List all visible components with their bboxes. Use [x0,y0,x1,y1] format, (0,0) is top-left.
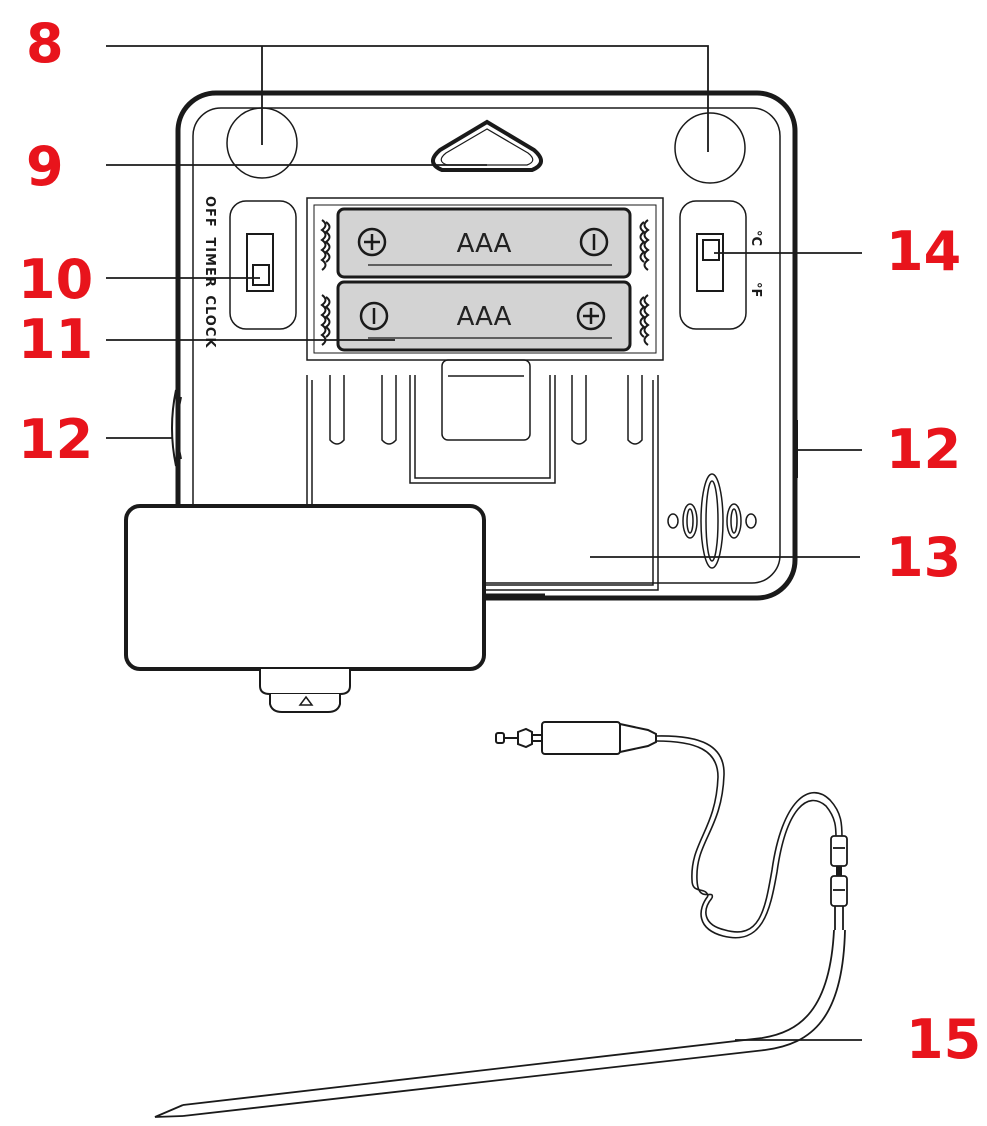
callout-11: 11 [18,308,93,371]
battery-cover [124,504,545,713]
side-button-left [171,389,182,467]
callout-13: 13 [886,526,961,589]
temperature-probe [154,721,848,1118]
plus-icon [357,227,387,257]
speaker-grille [667,473,757,569]
mode-timer-label: TIMER [202,237,217,288]
callout-10: 10 [18,248,93,311]
probe-tube [154,929,846,1118]
callout-12-left: 12 [18,408,93,471]
battery-springs [320,219,650,346]
battery-top-label: AAA [457,229,512,259]
minus-icon [359,301,389,331]
probe-cable [655,735,843,939]
mode-switch [229,200,297,330]
leader-lines [106,45,862,1041]
unit-celsius-label: °C [748,230,763,246]
probe-crimps [830,835,848,930]
device-back-housing [175,90,798,601]
unit-fahrenheit-label: °F [748,282,763,297]
callout-15: 15 [906,1008,981,1071]
battery-top: AAA [336,207,632,279]
unit-switch [679,200,747,330]
battery-bottom-label: AAA [457,302,512,332]
mode-off-label: OFF [202,196,217,228]
battery-bottom: AAA [336,280,632,352]
probe-plug [495,721,657,755]
rubber-foot-right [674,112,746,184]
callout-14: 14 [886,220,961,283]
minus-icon [579,227,609,257]
hanging-hole [431,119,543,172]
callout-9: 9 [26,135,64,198]
mode-switch-label: OFF TIMER CLOCK [202,196,217,348]
leader-8 [106,45,709,152]
callout-8: 8 [26,12,64,75]
callout-12-right: 12 [886,418,961,481]
mode-clock-label: CLOCK [202,295,217,348]
triangle-up-icon [298,695,314,706]
plus-icon [576,301,606,331]
